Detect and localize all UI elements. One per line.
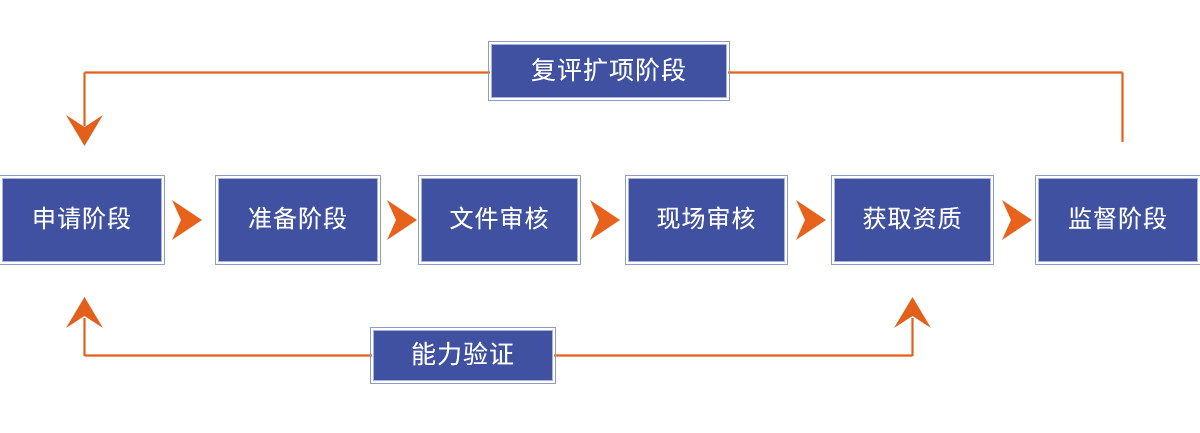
process-step-label: 获取资质 [862, 206, 963, 233]
loop-label-box-loop-bottom[interactable]: 能力验证 [370, 327, 556, 384]
arrowhead-up-right-icon [894, 297, 931, 328]
chevron-right-icon [588, 198, 622, 242]
process-step-label: 申请阶段 [32, 206, 132, 233]
chevron-right-icon [385, 198, 419, 242]
chevron-right-icon [1000, 198, 1034, 242]
process-step-1[interactable]: 申请阶段 [0, 175, 165, 265]
arrowhead-up-left-icon [66, 297, 103, 328]
loop-label-text: 复评扩项阶段 [530, 56, 687, 85]
loop-label-box-loop-top[interactable]: 复评扩项阶段 [488, 41, 730, 101]
process-step-2[interactable]: 准备阶段 [215, 175, 381, 265]
process-step-4[interactable]: 现场审核 [625, 175, 788, 265]
chevron-right-icon [794, 198, 828, 242]
process-step-5[interactable]: 获取资质 [831, 175, 994, 265]
loop-label-text: 能力验证 [410, 341, 515, 369]
arrowhead-down-icon [66, 115, 103, 146]
process-step-label: 准备阶段 [248, 206, 348, 233]
process-step-6[interactable]: 监督阶段 [1035, 175, 1200, 265]
process-step-3[interactable]: 文件审核 [418, 175, 581, 265]
process-step-label: 现场审核 [656, 206, 757, 233]
process-step-label: 文件审核 [449, 206, 550, 233]
chevron-right-icon [170, 198, 204, 242]
process-step-label: 监督阶段 [1068, 206, 1168, 233]
